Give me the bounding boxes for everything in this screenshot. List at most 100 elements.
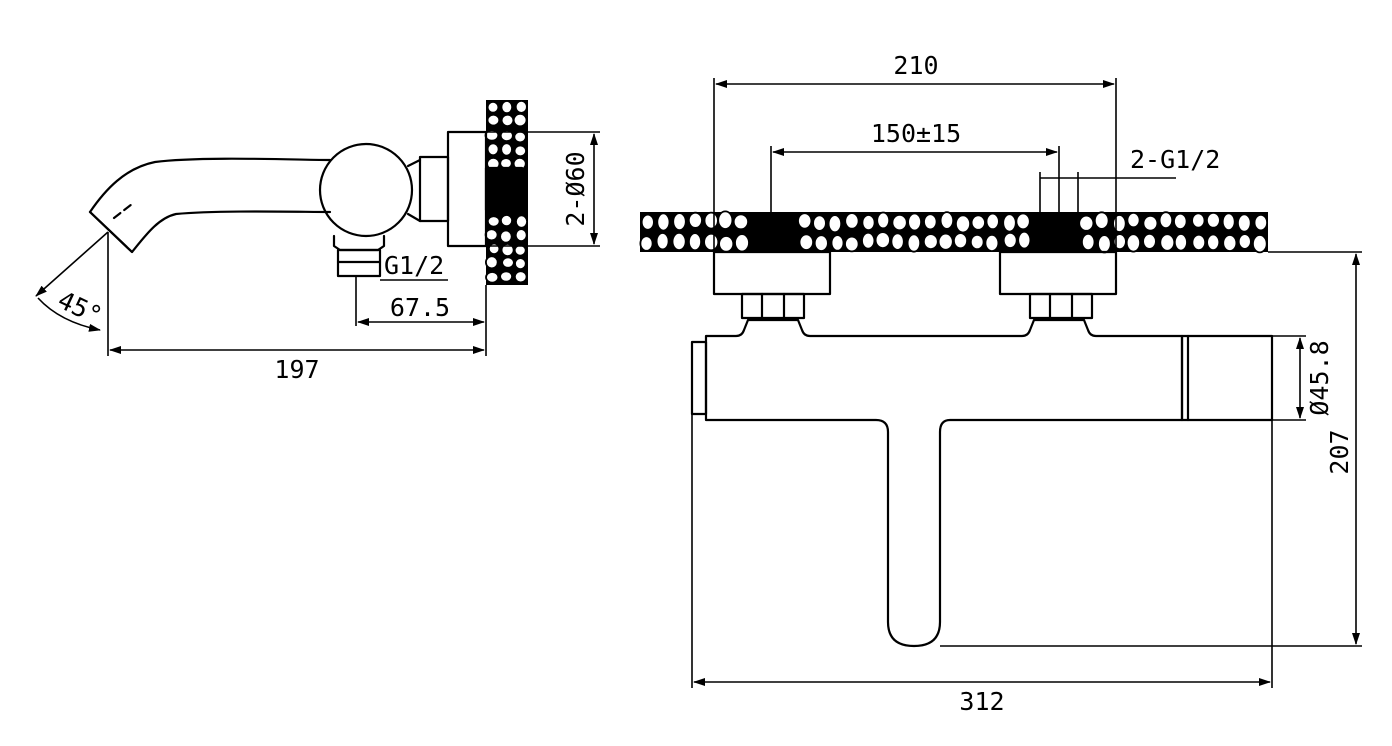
stone-texture — [501, 256, 515, 269]
side-spout — [88, 157, 332, 254]
dim-side-thread: G1/2 — [384, 251, 444, 280]
stone-texture — [513, 270, 528, 284]
stone-texture — [798, 233, 815, 251]
stone-texture — [937, 232, 954, 251]
stone-texture — [939, 211, 955, 230]
stone-texture — [1221, 212, 1236, 232]
dim-angle: 45° — [53, 285, 106, 330]
front-escutcheon-right — [998, 250, 1118, 296]
stone-texture — [1237, 213, 1252, 233]
side-escutcheon — [418, 155, 450, 223]
stone-texture — [639, 235, 654, 252]
stone-texture — [486, 113, 501, 127]
stone-texture — [844, 235, 860, 253]
stone-texture — [500, 142, 513, 157]
stone-texture — [717, 210, 734, 230]
stone-texture — [1002, 213, 1017, 233]
front-escutcheon-left — [712, 250, 832, 296]
stone-texture — [1142, 232, 1157, 250]
stone-texture — [500, 113, 515, 128]
stone-texture — [1093, 211, 1110, 230]
stone-texture — [487, 242, 501, 256]
stone-texture — [656, 212, 671, 232]
stone-texture — [1097, 234, 1112, 254]
side-outlet — [332, 234, 386, 252]
stone-texture — [1159, 233, 1176, 252]
dim-handle-diameter: Ø45.8 — [1305, 340, 1334, 415]
dim-150: 150±15 — [871, 119, 961, 148]
stone-texture — [890, 232, 905, 251]
side-flange — [446, 130, 488, 248]
stone-texture — [514, 100, 528, 114]
stone-texture — [985, 212, 1000, 231]
stone-texture — [1112, 214, 1127, 233]
stone-texture — [1126, 212, 1141, 229]
stone-texture — [512, 157, 527, 171]
stone-texture — [876, 211, 891, 230]
side-view: 197 67.5 G1/2 2-Ø60 45° — [35, 100, 600, 384]
stone-texture — [514, 257, 527, 271]
stone-texture — [1173, 212, 1188, 230]
stone-texture — [1253, 213, 1269, 232]
stone-texture — [874, 231, 891, 250]
dim-197: 197 — [274, 355, 319, 384]
dim-67-5: 67.5 — [390, 293, 450, 322]
stone-texture — [861, 214, 876, 232]
stone-texture — [512, 113, 528, 128]
front-valve-body — [704, 318, 1184, 648]
stone-texture — [969, 233, 985, 251]
front-handle — [1180, 334, 1274, 422]
stone-texture — [1015, 212, 1031, 231]
stone-texture — [953, 232, 969, 250]
stone-texture — [1125, 233, 1142, 253]
stone-texture — [907, 212, 922, 232]
stone-texture — [732, 213, 750, 231]
stone-texture — [499, 270, 514, 283]
stone-texture — [1191, 233, 1207, 251]
stone-texture — [1222, 234, 1238, 252]
stone-texture — [1002, 231, 1018, 249]
stone-texture — [687, 211, 703, 229]
stone-texture — [827, 214, 843, 234]
side-valve-body — [318, 142, 414, 238]
stone-texture — [500, 100, 514, 115]
stone-texture — [861, 231, 876, 250]
stone-texture — [1142, 215, 1159, 232]
stone-texture — [500, 242, 515, 257]
stone-texture — [1252, 234, 1268, 254]
stone-texture — [1158, 211, 1174, 230]
stone-texture — [672, 212, 687, 232]
front-wall-section — [639, 210, 1269, 254]
stone-texture — [499, 214, 513, 228]
stone-texture — [1173, 233, 1188, 252]
side-connector — [488, 170, 520, 208]
stone-texture — [515, 214, 529, 229]
stone-texture — [797, 212, 813, 230]
stone-texture — [484, 255, 499, 270]
stone-texture — [655, 232, 670, 251]
stone-texture — [1017, 230, 1032, 250]
stone-texture — [640, 213, 655, 231]
stone-texture — [923, 213, 938, 231]
stone-texture — [830, 234, 845, 252]
stone-texture — [891, 214, 908, 232]
front-view: 210 150±15 2-G1/2 Ø45.8 207 312 — [639, 51, 1362, 716]
stone-texture — [1191, 212, 1206, 229]
stone-texture — [734, 233, 750, 253]
stone-texture — [813, 234, 829, 252]
stone-texture — [514, 228, 528, 243]
stone-texture — [970, 214, 986, 231]
stone-texture — [499, 229, 513, 244]
stone-texture — [1206, 212, 1221, 229]
stone-texture — [513, 130, 527, 144]
stone-texture — [1078, 214, 1095, 232]
stone-texture — [486, 101, 500, 114]
stone-texture — [812, 214, 827, 232]
stone-texture — [485, 271, 500, 284]
stone-texture — [922, 233, 939, 251]
stone-texture — [703, 211, 719, 230]
stone-texture — [955, 214, 972, 234]
stone-texture — [513, 144, 528, 158]
